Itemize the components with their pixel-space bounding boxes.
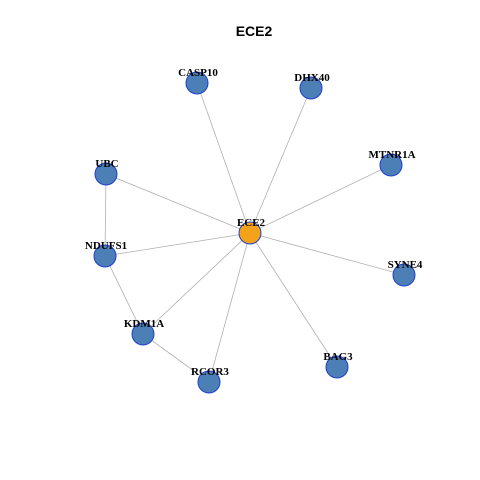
edge-ece2-ubc <box>105 173 251 234</box>
node-layer <box>93 71 416 394</box>
edge-ndufs1-kdm1a <box>104 255 144 335</box>
node-label-ubc: UBC <box>95 158 118 170</box>
node-rcor3 <box>197 370 221 394</box>
node-label-bag3: BAG3 <box>323 351 353 363</box>
node-mtnr1a <box>379 153 403 177</box>
edge-ece2-mtnr1a <box>249 164 392 234</box>
node-label-syne4: SYNE4 <box>388 259 423 271</box>
edge-ece2-syne4 <box>249 232 405 276</box>
edge-ece2-bag3 <box>249 232 338 368</box>
edge-ece2-rcor3 <box>208 232 251 383</box>
node-ece2 <box>238 221 262 245</box>
edge-ece2-kdm1a <box>142 232 251 335</box>
node-ubc <box>94 162 118 186</box>
node-dhx40 <box>299 76 323 100</box>
node-label-casp10: CASP10 <box>178 67 218 79</box>
node-casp10 <box>185 71 209 95</box>
node-label-dhx40: DHX40 <box>294 72 330 84</box>
node-label-rcor3: RCOR3 <box>191 366 229 378</box>
node-label-ece2: ECE2 <box>237 217 266 229</box>
edge-ubc-ndufs1 <box>104 173 107 257</box>
node-label-ndufs1: NDUFS1 <box>85 240 127 252</box>
node-syne4 <box>392 263 416 287</box>
edge-ece2-dhx40 <box>249 87 312 234</box>
edge-layer <box>104 82 405 383</box>
edge-ece2-casp10 <box>196 82 251 234</box>
edge-ece2-ndufs1 <box>104 232 251 257</box>
node-bag3 <box>325 355 349 379</box>
node-label-mtnr1a: MTNR1A <box>368 149 415 161</box>
node-ndufs1 <box>93 244 117 268</box>
node-kdm1a <box>131 322 155 346</box>
node-label-kdm1a: KDM1A <box>124 318 164 330</box>
edge-kdm1a-rcor3 <box>142 333 210 383</box>
diagram-title: ECE2 <box>236 23 273 39</box>
